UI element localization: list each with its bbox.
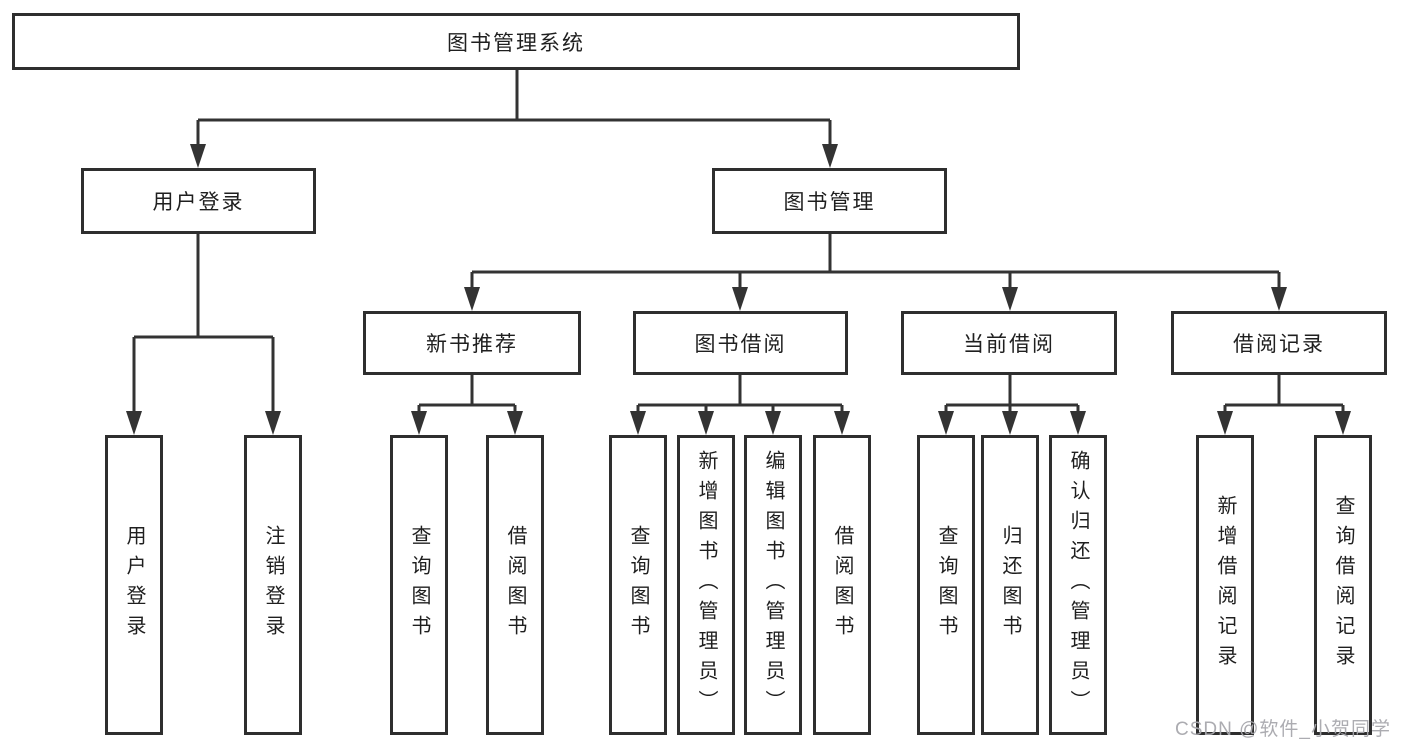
node-current-borrow: 当前借阅 <box>901 311 1117 375</box>
node-book-mgmt-label: 图书管理 <box>783 191 876 214</box>
node-current-query-label: 查询图书 <box>935 525 957 645</box>
node-record-add: 新增借阅记录 <box>1196 435 1254 735</box>
node-book-borrow: 图书借阅 <box>633 311 848 375</box>
node-newbook-borrow-label: 借阅图书 <box>504 525 526 645</box>
node-record-query-label: 查询借阅记录 <box>1332 495 1354 675</box>
node-login-user-login-label: 用户登录 <box>123 525 145 645</box>
node-new-book-rec-label: 新书推荐 <box>426 333 518 356</box>
arrowheads <box>126 144 1351 435</box>
node-current-return: 归还图书 <box>981 435 1039 735</box>
node-borrow-add: 新增图书（管理员） <box>677 435 735 735</box>
node-borrow-query-label: 查询图书 <box>627 525 649 645</box>
node-login-user-login: 用户登录 <box>105 435 163 735</box>
node-root-label: 图书管理系统 <box>447 31 585 55</box>
node-current-query: 查询图书 <box>917 435 975 735</box>
node-newbook-query: 查询图书 <box>390 435 448 735</box>
node-current-confirm: 确认归还（管理员） <box>1049 435 1107 735</box>
node-login-logout-label: 注销登录 <box>262 525 284 645</box>
node-login-logout: 注销登录 <box>244 435 302 735</box>
node-borrow-borrow: 借阅图书 <box>813 435 871 735</box>
node-borrow-query: 查询图书 <box>609 435 667 735</box>
node-new-book-rec: 新书推荐 <box>363 311 581 375</box>
node-borrow-edit-label: 编辑图书（管理员） <box>762 450 784 720</box>
node-current-confirm-label: 确认归还（管理员） <box>1067 450 1089 720</box>
node-user-login: 用户登录 <box>81 168 316 234</box>
node-book-borrow-label: 图书借阅 <box>694 333 787 356</box>
node-borrow-record: 借阅记录 <box>1171 311 1387 375</box>
node-root: 图书管理系统 <box>12 13 1020 70</box>
node-borrow-borrow-label: 借阅图书 <box>831 525 853 645</box>
watermark: CSDN @软件_小贺同学 <box>1175 719 1391 740</box>
node-record-query: 查询借阅记录 <box>1314 435 1372 735</box>
node-user-login-label: 用户登录 <box>152 191 245 214</box>
node-newbook-query-label: 查询图书 <box>408 525 430 645</box>
node-current-borrow-label: 当前借阅 <box>963 333 1055 356</box>
node-borrow-edit: 编辑图书（管理员） <box>744 435 802 735</box>
node-borrow-add-label: 新增图书（管理员） <box>695 450 717 720</box>
node-newbook-borrow: 借阅图书 <box>486 435 544 735</box>
node-record-add-label: 新增借阅记录 <box>1214 495 1236 675</box>
node-current-return-label: 归还图书 <box>999 525 1021 645</box>
node-book-mgmt: 图书管理 <box>712 168 947 234</box>
node-borrow-record-label: 借阅记录 <box>1233 333 1325 356</box>
